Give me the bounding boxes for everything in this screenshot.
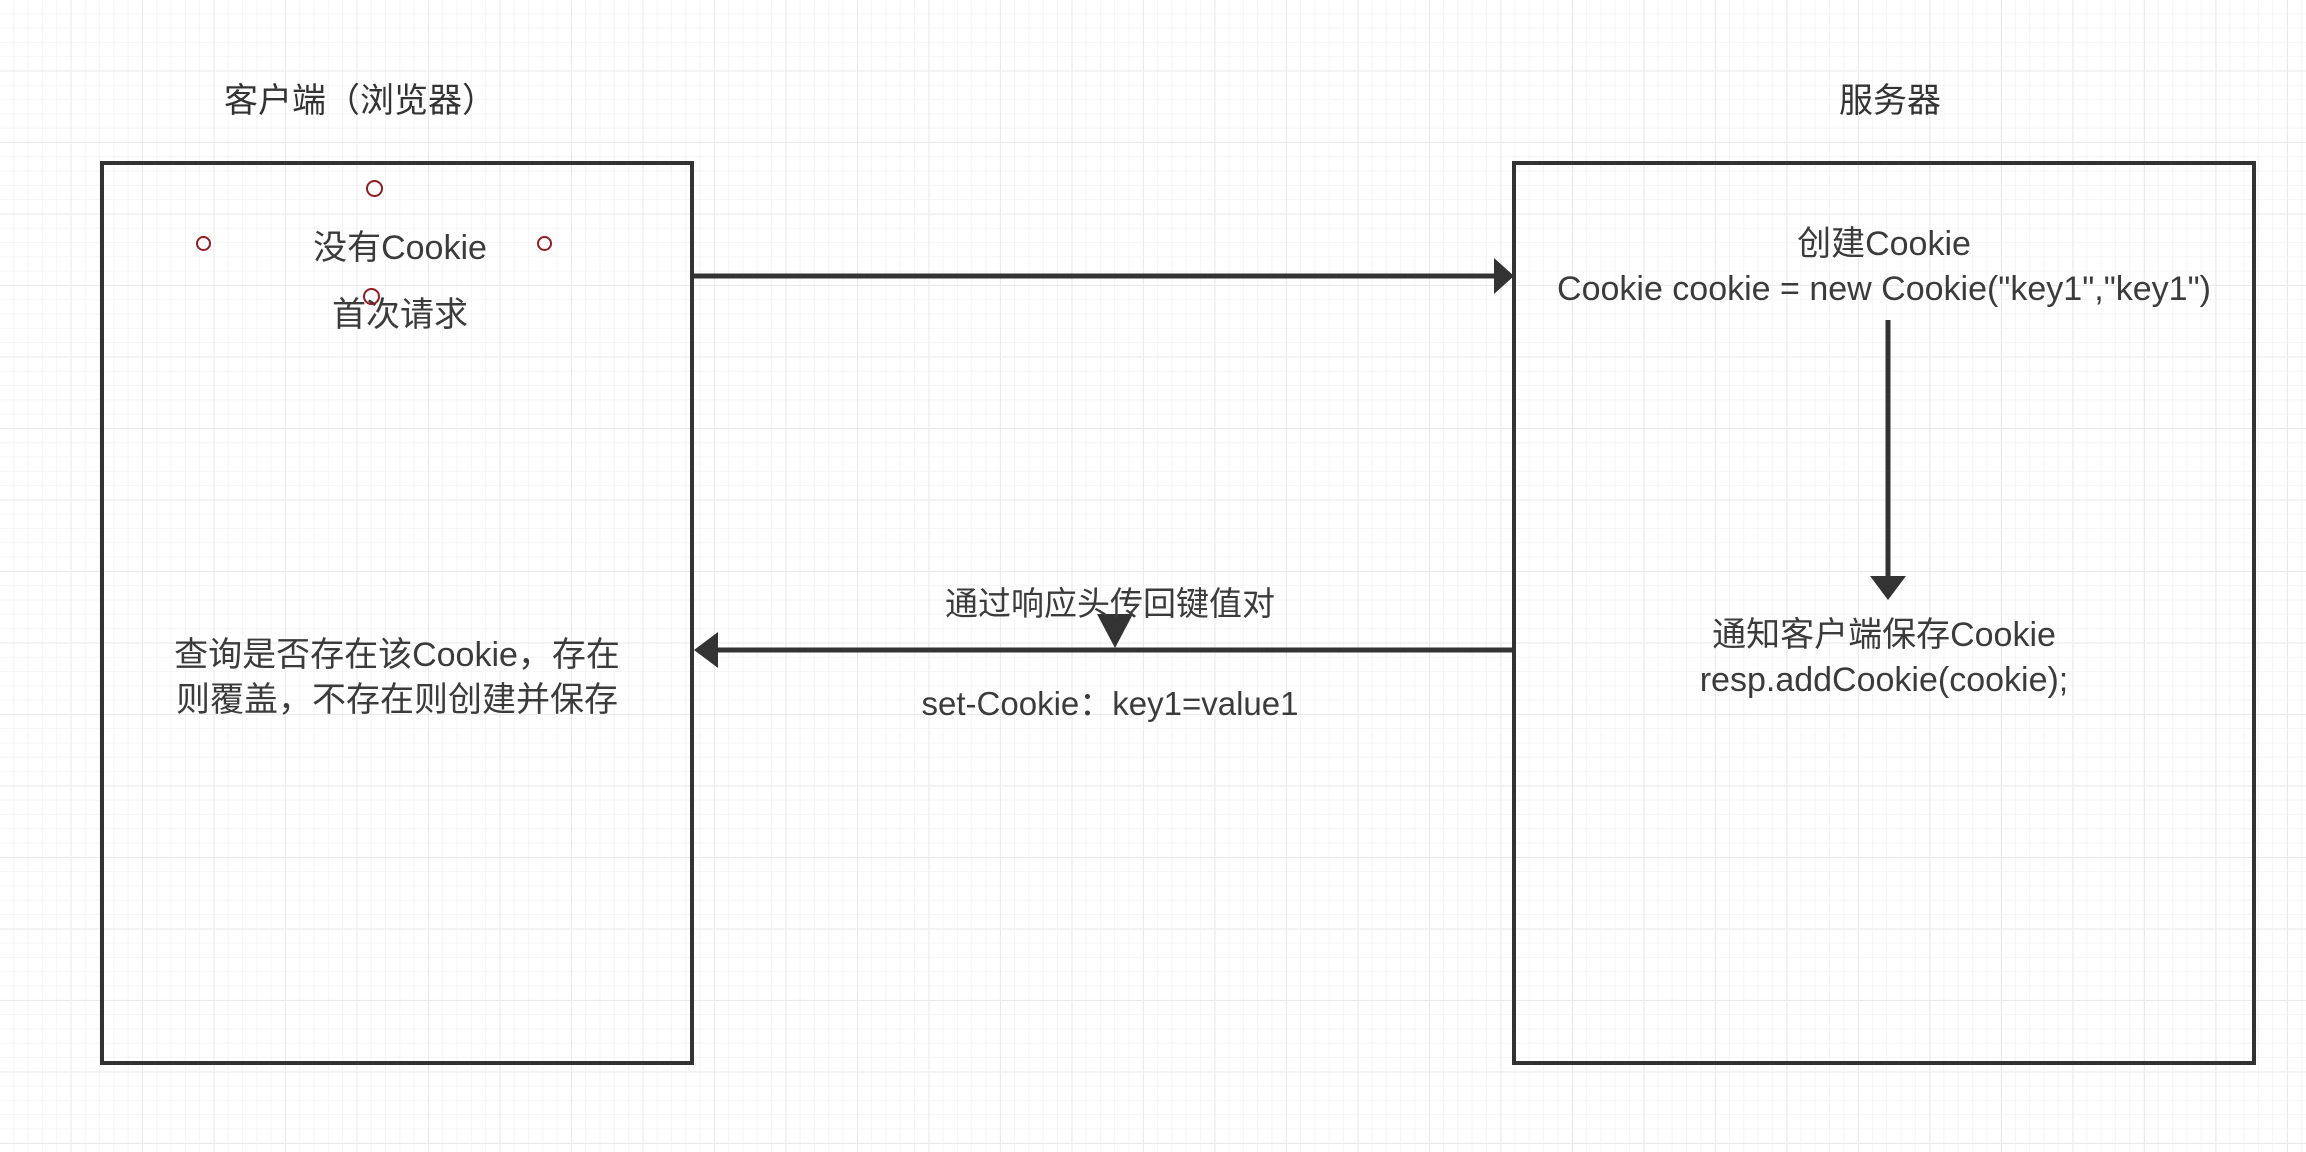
response-label-pointer-icon [1097,614,1133,648]
annotation-circle-icon-top [366,180,383,197]
request-arrow [694,258,1514,294]
client-box [100,161,694,1065]
annotation-circle-icon-left [196,236,211,251]
server-internal-arrow [1870,320,1906,600]
response-label-bottom: set-Cookie：key1=value1 [921,685,1299,722]
response-arrow [694,632,1516,668]
server-create-cookie-title: 创建Cookie [1797,225,1971,263]
server-create-cookie-code: Cookie cookie = new Cookie("key1","key1"… [1557,270,2211,308]
response-label-top: 通过响应头传回键值对 [945,585,1275,622]
annotation-circle-icon-request [363,288,380,305]
client-title: 客户端（浏览器） [224,82,496,120]
server-notify-code: resp.addCookie(cookie); [1699,661,2069,699]
client-first-request-label: 首次请求 [332,296,468,334]
annotation-circle-icon-right [537,236,552,251]
client-no-cookie-label: 没有Cookie [313,229,487,267]
server-box [1512,161,2256,1065]
server-title: 服务器 [1839,82,1941,120]
server-notify-title: 通知客户端保存Cookie [1712,616,2056,654]
client-check-cookie-label: 查询是否存在该Cookie，存在 则覆盖，不存在则创建并保存 [174,636,620,719]
